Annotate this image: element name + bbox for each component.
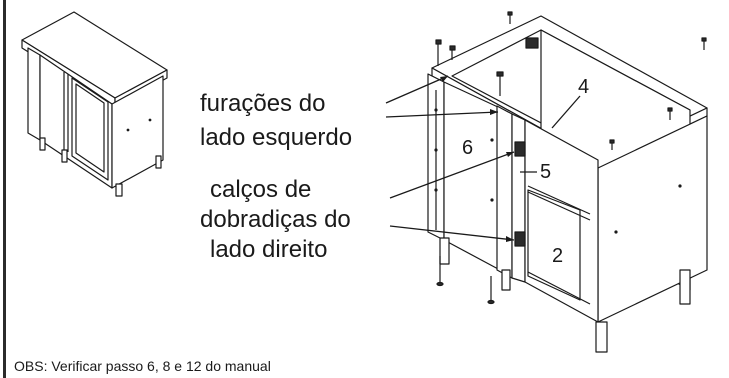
holes-label-line-2: lado esquerdo: [200, 124, 353, 151]
left-border-rule: [3, 0, 6, 378]
shims-label-line-2: dobradiças do: [200, 206, 351, 233]
part-number-5: 5: [540, 161, 552, 183]
shims-label-line-1: calços de: [210, 176, 312, 203]
part-number-2: 2: [552, 245, 564, 267]
leader-lines: [385, 75, 581, 241]
arrowheads: [440, 76, 514, 242]
part-number-4: 4: [578, 76, 590, 98]
footnote: OBS: Verificar passo 6, 8 e 12 do manual: [14, 358, 271, 374]
part-number-6: 6: [462, 137, 474, 159]
cabinet-frame: [427, 15, 708, 353]
screws: [435, 11, 707, 305]
assembled-cabinet-thumbnail: [21, 11, 168, 197]
holes-label-line-1: furações do: [200, 90, 326, 117]
shims-label-line-3: lado direito: [210, 236, 328, 263]
